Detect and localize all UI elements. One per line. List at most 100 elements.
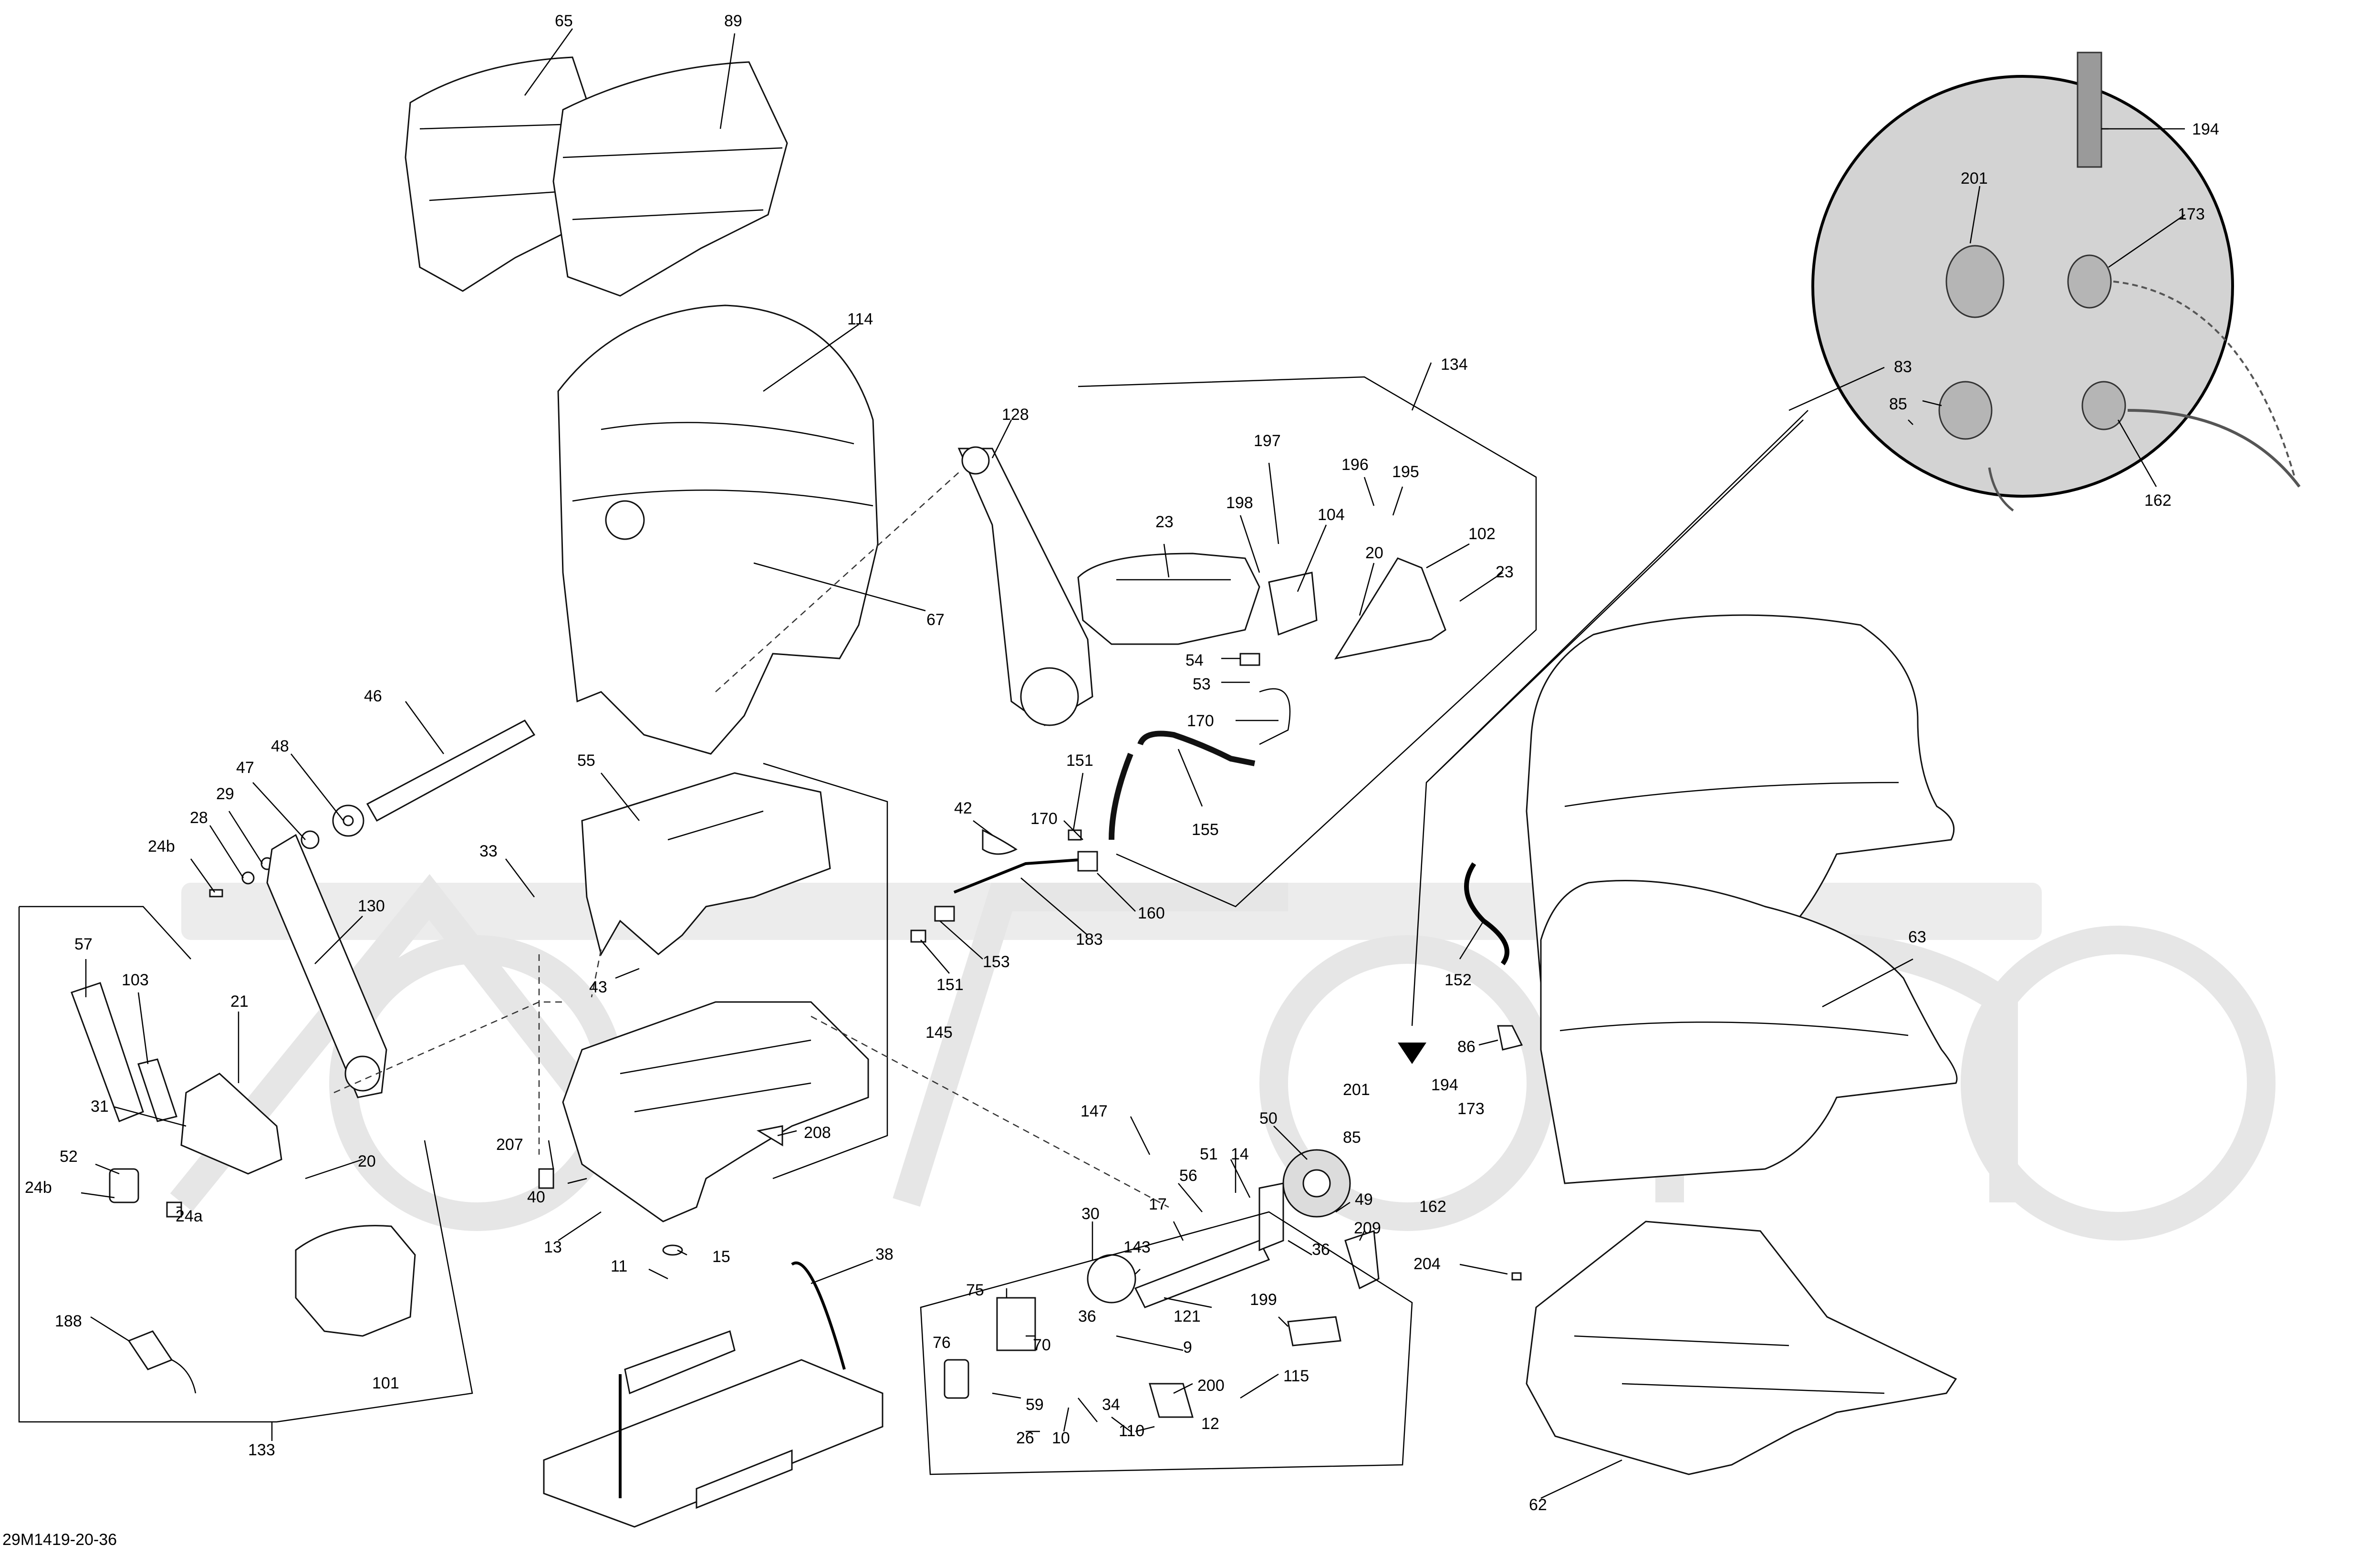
callout-194-main: 194 [1431, 1076, 1458, 1094]
part-130-arm-bracket [266, 834, 387, 1098]
part-199-bracket [1287, 1316, 1341, 1346]
callout-128: 128 [1002, 406, 1029, 424]
callout-63: 63 [1908, 928, 1926, 946]
callout-201-main: 201 [1343, 1081, 1370, 1099]
part-23-armrest [1077, 553, 1260, 645]
callout-36-right: 36 [1312, 1241, 1330, 1259]
diagram-code: 29M1419-20-36 [2, 1531, 117, 1549]
part-63-seat-cushion [1540, 880, 1958, 1184]
part-209-handle [1344, 1230, 1380, 1290]
callout-121: 121 [1174, 1307, 1201, 1325]
callout-76: 76 [933, 1334, 951, 1352]
callout-102: 102 [1468, 525, 1496, 543]
callout-173-main: 173 [1457, 1100, 1485, 1118]
callout-40: 40 [527, 1188, 545, 1206]
callout-49: 49 [1355, 1190, 1373, 1209]
callout-199: 199 [1250, 1291, 1277, 1309]
callout-194: 194 [2192, 120, 2219, 138]
callout-70: 70 [1033, 1336, 1051, 1354]
part-50-recliner-disc [1282, 1149, 1351, 1218]
callout-52: 52 [60, 1148, 78, 1166]
callout-59: 59 [1026, 1396, 1044, 1414]
part-207-clip [538, 1168, 554, 1189]
callout-173: 173 [2178, 205, 2205, 223]
inset-pointer [1398, 410, 1808, 1064]
callout-20-top: 20 [1365, 544, 1383, 562]
callout-160: 160 [1138, 904, 1165, 922]
callout-170-mid: 170 [1030, 810, 1058, 828]
callout-23-right: 23 [1496, 563, 1514, 581]
part-101-cover [295, 1225, 416, 1337]
part-152-rod [1464, 862, 1509, 965]
part-48-washer [332, 804, 364, 837]
part-65-backrest-cover [405, 56, 588, 292]
assembly-dashed-lines [333, 472, 1169, 1208]
part-128-arm-bracket [957, 446, 1093, 726]
callout-183: 183 [1076, 930, 1103, 949]
callout-147: 147 [1081, 1102, 1108, 1120]
callout-162: 162 [2144, 491, 2172, 510]
callout-115: 115 [1283, 1367, 1309, 1385]
part-70-module [996, 1297, 1036, 1351]
callout-83: 83 [1894, 358, 1912, 376]
callout-56: 56 [1179, 1167, 1197, 1185]
part-31-plate [180, 1073, 282, 1175]
part-86-clip [1497, 1025, 1523, 1051]
callout-152: 152 [1445, 971, 1472, 989]
part-102-armrest-bracket [1334, 557, 1446, 660]
part-76-key [944, 1359, 969, 1399]
part-170-harness [1259, 688, 1291, 745]
callout-36-mid: 36 [1078, 1307, 1096, 1325]
part-55-seat-base [581, 772, 831, 956]
callout-14: 14 [1231, 1145, 1249, 1163]
part-38-seat-frame [543, 1261, 883, 1528]
callout-48: 48 [271, 737, 289, 755]
callout-42: 42 [954, 799, 972, 817]
callout-31: 31 [91, 1097, 109, 1116]
callout-89: 89 [724, 12, 742, 30]
part-62-storage-tray [1526, 1221, 1957, 1475]
part-89-backrest-cover [552, 61, 788, 297]
callout-24a: 24a [176, 1207, 203, 1225]
part-155-cable [1109, 731, 1256, 840]
callout-55: 55 [577, 751, 595, 770]
callout-75: 75 [966, 1281, 984, 1299]
callout-24b-bot: 24b [25, 1179, 52, 1197]
callout-85-main: 85 [1343, 1128, 1361, 1147]
callout-207: 207 [496, 1136, 523, 1154]
callout-170-top: 170 [1187, 712, 1214, 730]
callout-155: 155 [1192, 821, 1219, 839]
callout-23-top: 23 [1155, 513, 1174, 531]
callout-26: 26 [1016, 1429, 1034, 1447]
part-28-washer [241, 871, 255, 885]
callout-197: 197 [1254, 432, 1281, 450]
callout-20-left: 20 [358, 1152, 376, 1170]
callout-30: 30 [1081, 1205, 1100, 1223]
callout-34: 34 [1102, 1396, 1120, 1414]
callout-46: 46 [364, 687, 382, 705]
callout-195: 195 [1392, 463, 1419, 481]
callout-47: 47 [236, 759, 254, 777]
callout-67: 67 [926, 611, 945, 629]
part-183-harness [953, 829, 1098, 894]
part-54-switch [1239, 653, 1260, 666]
callout-201: 201 [1961, 169, 1988, 188]
part-114-backrest [557, 304, 879, 755]
callout-208: 208 [804, 1124, 831, 1142]
callout-209: 209 [1354, 1219, 1381, 1237]
callout-101: 101 [372, 1374, 399, 1392]
callout-53: 53 [1193, 675, 1211, 693]
callout-86: 86 [1457, 1038, 1476, 1056]
callout-29: 29 [216, 785, 234, 803]
callout-38: 38 [875, 1245, 894, 1263]
part-42-clip [982, 829, 1018, 855]
callout-17: 17 [1149, 1195, 1167, 1213]
callout-134: 134 [1441, 355, 1468, 374]
callout-151-top: 151 [1066, 751, 1093, 770]
part-153-connector [910, 906, 955, 943]
callout-143: 143 [1123, 1238, 1151, 1256]
callout-43: 43 [589, 978, 607, 996]
callout-151-bot: 151 [936, 976, 964, 994]
part-52-button [109, 1168, 139, 1203]
